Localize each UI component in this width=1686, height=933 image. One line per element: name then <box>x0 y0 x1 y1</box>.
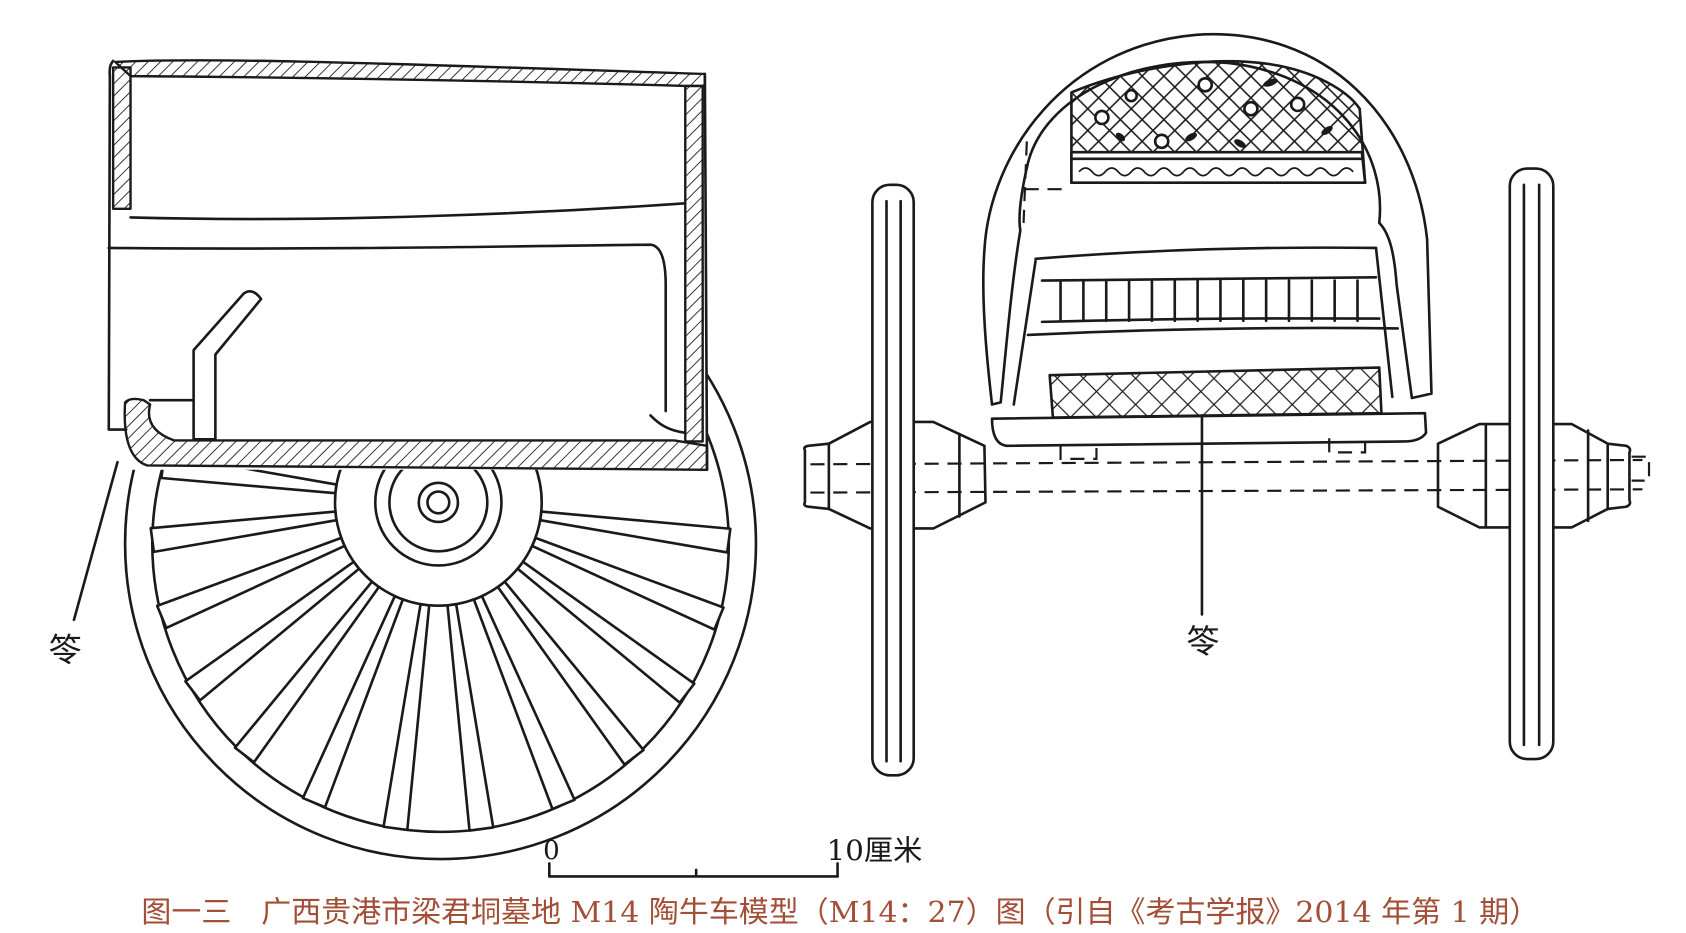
end-carriage-body <box>981 32 1433 460</box>
axle-upper-hidden-line <box>810 458 1643 466</box>
right-wheel-groove <box>1522 183 1541 747</box>
left-wall-section <box>111 66 132 210</box>
roof-lower-edge <box>107 243 668 413</box>
body-background <box>108 60 708 470</box>
rear-lip <box>649 414 687 435</box>
axle-lower-hidden-line <box>810 488 1643 494</box>
dark-mark <box>1185 132 1197 142</box>
body-left-edge <box>107 59 128 431</box>
roundel <box>1153 133 1170 150</box>
scale-bar-length: 10厘米 <box>827 834 923 867</box>
scale-bar: 0 10厘米 <box>543 834 923 878</box>
axle-end-hidden <box>1631 455 1651 482</box>
body-middle-line <box>129 202 687 221</box>
side-view: 笭 <box>49 59 758 861</box>
dark-mark <box>1234 139 1246 148</box>
roundel <box>1197 76 1214 93</box>
dark-mark <box>1115 132 1126 142</box>
bottom-plate <box>990 411 1428 448</box>
frame-left-post <box>1012 259 1037 406</box>
rib-band-ribs <box>1059 279 1359 323</box>
hub-axle-hole <box>426 490 451 515</box>
floor-section <box>123 397 709 471</box>
frame-lower-line <box>1026 326 1400 337</box>
dark-mark <box>1263 78 1278 87</box>
right-wall-section <box>684 84 704 443</box>
left-hub-lines <box>827 432 961 518</box>
window-roundels <box>1094 76 1306 150</box>
ling-rail <box>192 290 263 441</box>
window-dark-marks <box>1115 78 1333 148</box>
left-wheel-edge-view <box>871 183 916 777</box>
roundel <box>1243 100 1259 117</box>
rib-band-top <box>1040 275 1378 282</box>
right-hub-lines <box>1484 422 1609 529</box>
body-right-edge <box>703 72 709 472</box>
frame-right-post <box>1374 246 1394 399</box>
left-wheel <box>871 183 916 777</box>
ling-leader-line-left <box>72 460 119 622</box>
scale-bar-zero: 0 <box>543 836 560 866</box>
rib-band-bottom <box>1040 317 1381 324</box>
end-view: 笭 <box>803 32 1651 777</box>
hub-axle-ring <box>417 481 460 524</box>
right-wheel-edge-view <box>1508 167 1555 761</box>
roundel <box>1289 96 1306 113</box>
canopy-hidden-edge <box>1022 141 1028 223</box>
scale-bar-line <box>548 862 839 878</box>
window-wave-ornament <box>1078 167 1354 177</box>
roundel <box>1124 88 1138 103</box>
left-wheel-groove <box>885 199 902 763</box>
ling-label-right: 笭 <box>1187 622 1220 660</box>
hidden-bracket-left <box>1059 445 1098 460</box>
ling-label-left: 笭 <box>49 631 82 669</box>
side-carriage-body <box>107 59 709 472</box>
roundel <box>1094 109 1110 126</box>
frame-top-line <box>1034 246 1378 261</box>
dark-mark <box>1321 125 1333 136</box>
figure-caption: 图一三 广西贵港市梁君垌墓地 M14 陶牛车模型（M14：27）图（引自《考古学… <box>141 895 1539 929</box>
hidden-bracket-right <box>1328 438 1367 454</box>
canopy-arch <box>981 32 1433 406</box>
right-wheel <box>1508 167 1555 761</box>
ling-floor-panel <box>1048 366 1383 419</box>
